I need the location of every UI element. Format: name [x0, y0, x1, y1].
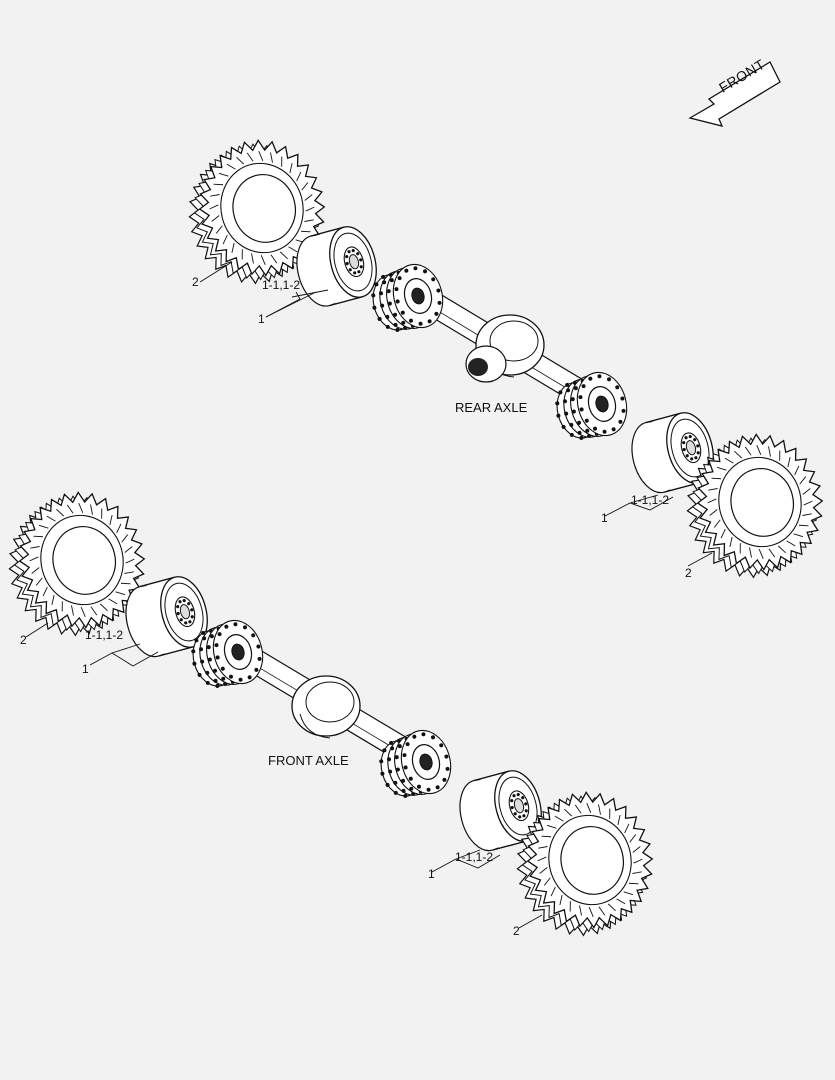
rear-right-rim-callout: 1-1,1-2 [631, 493, 670, 507]
rear-right-rim [631, 412, 714, 494]
rear-right-tire [686, 433, 824, 579]
rear-right-tire-callout: 2 [685, 566, 692, 580]
rear-left-rim [296, 226, 377, 307]
front-left-tire-callout: 2 [20, 633, 27, 647]
front-left-rim-callout: 1-1,1-2 [85, 628, 124, 642]
rear-left-tire [188, 139, 326, 285]
front-axle-housing [191, 619, 452, 798]
rear-right-assembly-callout: 1 [601, 511, 608, 525]
front-right-tire-callout: 2 [513, 924, 520, 938]
rear-left-tire-callout: 2 [192, 275, 199, 289]
rear-left-rim-callout: 1-1,1-2 [262, 278, 301, 292]
front-right-rim-callout: 1-1,1-2 [455, 850, 494, 864]
front-direction-arrow [688, 61, 781, 127]
front-left-tire [8, 491, 146, 637]
front-axle-assembly [8, 491, 654, 937]
rear-axle-assembly [188, 139, 824, 579]
callout-leaders [25, 261, 713, 929]
front-left-assembly-callout: 1 [82, 662, 89, 676]
front-right-tire [516, 791, 654, 937]
front-axle-title: FRONT AXLE [268, 753, 349, 768]
rear-axle-housing [371, 263, 628, 440]
front-right-assembly-callout: 1 [428, 867, 435, 881]
rear-axle-title: REAR AXLE [455, 400, 528, 415]
front-left-rim [125, 576, 208, 658]
rear-left-assembly-callout: 1 [258, 312, 265, 326]
